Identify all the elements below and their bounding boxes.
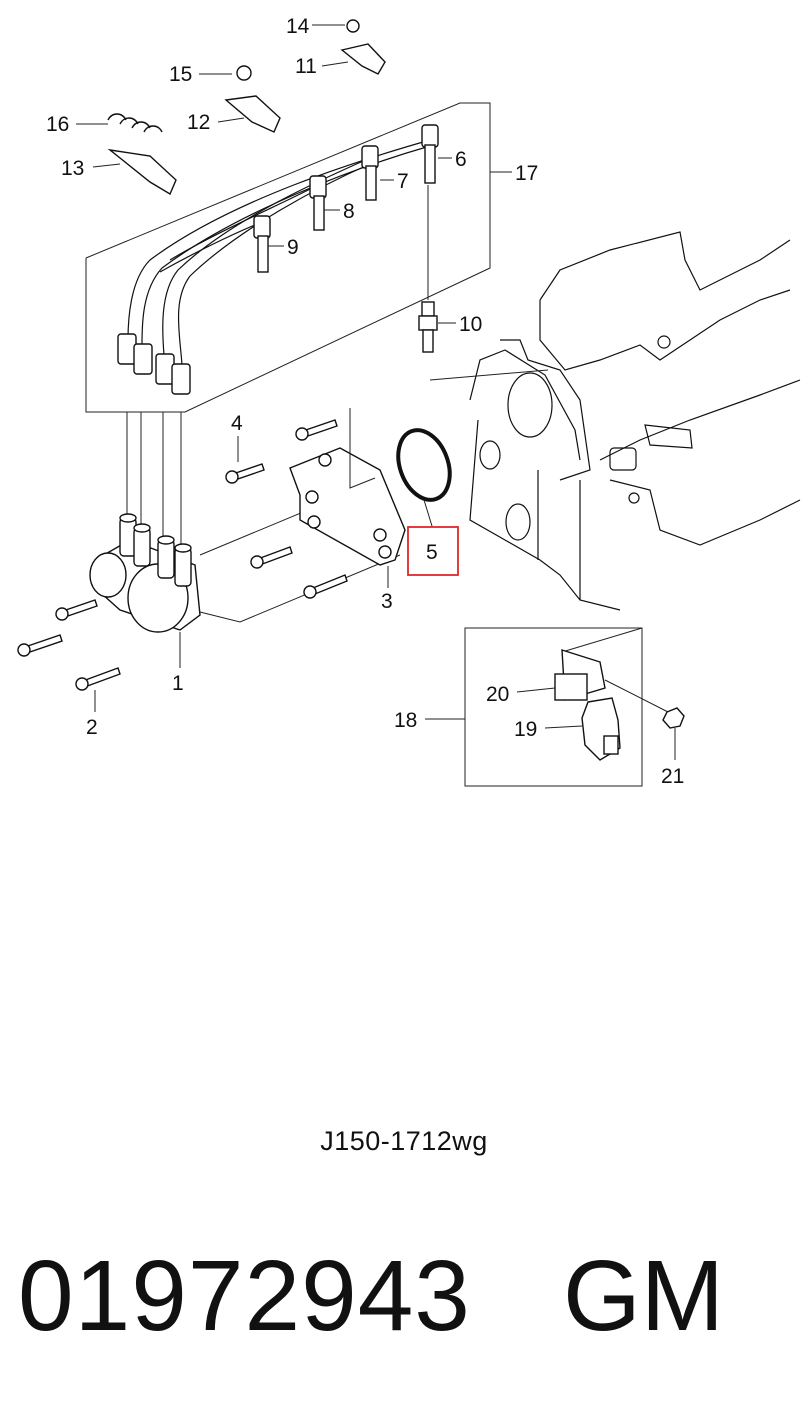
engine-block bbox=[429, 231, 801, 611]
callout-17: 17 bbox=[515, 162, 538, 185]
callout-5: 5 bbox=[426, 541, 438, 564]
highlighted-callout: 5 bbox=[407, 526, 459, 576]
coil-bracket bbox=[289, 408, 406, 566]
spark-plug bbox=[418, 185, 438, 353]
callout-20: 20 bbox=[486, 683, 509, 706]
guide-lines bbox=[126, 412, 182, 548]
drawing-code: J150-1712wg bbox=[320, 1126, 488, 1156]
bracket-bolts bbox=[225, 419, 348, 599]
callout-11: 11 bbox=[295, 55, 317, 78]
highlight-box bbox=[407, 526, 459, 576]
wire-set-frame bbox=[85, 102, 491, 413]
callout-13: 13 bbox=[61, 157, 84, 180]
plug-boot-9 bbox=[253, 215, 271, 273]
plug-boot-6 bbox=[421, 124, 439, 184]
brand-label: GM bbox=[563, 1240, 725, 1352]
callout-8: 8 bbox=[343, 200, 355, 223]
callout-4: 4 bbox=[231, 412, 243, 435]
callout-16: 16 bbox=[46, 113, 69, 136]
callout-18: 18 bbox=[394, 709, 417, 732]
ignition-coil bbox=[89, 479, 401, 633]
callout-labels: 1 2 3 4 6 7 8 9 10 11 12 13 14 15 16 17 … bbox=[46, 15, 684, 788]
plug-boot-8 bbox=[309, 175, 327, 231]
sensor-group-frame bbox=[464, 627, 685, 787]
callout-2: 2 bbox=[86, 716, 98, 739]
callout-1: 1 bbox=[172, 672, 184, 695]
callout-3: 3 bbox=[381, 590, 393, 613]
callout-12: 12 bbox=[187, 111, 210, 134]
callout-15: 15 bbox=[169, 63, 192, 86]
coil-bolts bbox=[17, 599, 121, 691]
callout-19: 19 bbox=[514, 718, 537, 741]
callout-21: 21 bbox=[661, 765, 684, 788]
callout-7: 7 bbox=[397, 170, 409, 193]
callout-6: 6 bbox=[455, 148, 467, 171]
callout-9: 9 bbox=[287, 236, 299, 259]
ignition-wires bbox=[117, 124, 439, 395]
plug-boot-7 bbox=[361, 145, 379, 201]
wire-clips-and-brackets bbox=[107, 19, 386, 196]
callout-10: 10 bbox=[459, 313, 482, 336]
o-ring bbox=[396, 428, 452, 502]
part-number: 01972943 bbox=[18, 1240, 471, 1352]
leader-lines bbox=[76, 24, 676, 760]
callout-14: 14 bbox=[286, 15, 310, 38]
